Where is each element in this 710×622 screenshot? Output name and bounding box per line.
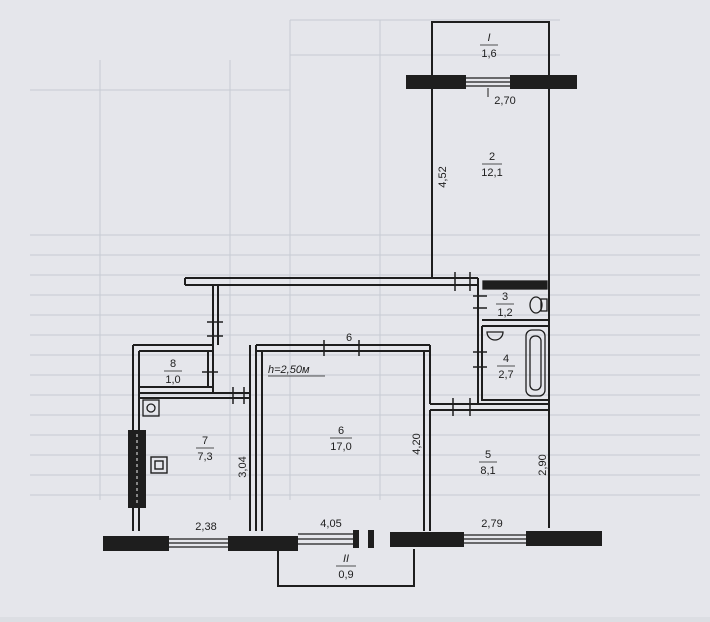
room-5-area: 8,1 (480, 465, 495, 477)
background-form-grid (30, 19, 700, 500)
dim-balcony-top-width: 2,70 (494, 95, 515, 107)
exterior-wall (103, 75, 602, 551)
room-i-area: 1,6 (481, 48, 496, 60)
dim-room2-length: 4,52 (437, 166, 449, 187)
dim-room7-width: 2,38 (195, 521, 216, 533)
room-4-number: 4 (503, 353, 509, 365)
room-i-number: I (487, 32, 490, 44)
balcony-ii-outline (277, 549, 415, 587)
dim-room6-width: 4,05 (320, 518, 341, 530)
dim-room5-width: 2,79 (481, 518, 502, 530)
toilet-icon (482, 280, 548, 314)
room-2-number: 2 (489, 151, 495, 163)
door-marks (202, 272, 487, 416)
radiator-icon (128, 430, 146, 508)
stove-icon (150, 456, 168, 474)
room-3-number: 3 (502, 291, 508, 303)
dim-room7-depth: 3,04 (237, 456, 249, 477)
bathtub-icon (486, 329, 546, 397)
room-2-area: 12,1 (481, 167, 502, 179)
room-3-area: 1,2 (497, 307, 512, 319)
room-ii-area: 0,9 (338, 569, 353, 581)
room-7-number: 7 (202, 435, 208, 447)
room-8-number: 8 (170, 358, 176, 370)
sink-icon (142, 399, 160, 417)
dim-room5-depth: 2,90 (537, 454, 549, 475)
room-4-area: 2,7 (498, 369, 513, 381)
room-7-area: 7,3 (197, 451, 212, 463)
dim-room6-depth: 4,20 (411, 433, 423, 454)
corridor-number: 6 (346, 332, 352, 344)
room-5-number: 5 (485, 449, 491, 461)
room-8-area: 1,0 (165, 374, 180, 386)
ceiling-height-note: h=2,50м (268, 364, 310, 376)
room-ii-number: II (343, 553, 349, 565)
room-6-area: 17,0 (330, 441, 351, 453)
windows (169, 77, 526, 548)
room-6-number: 6 (338, 425, 344, 437)
